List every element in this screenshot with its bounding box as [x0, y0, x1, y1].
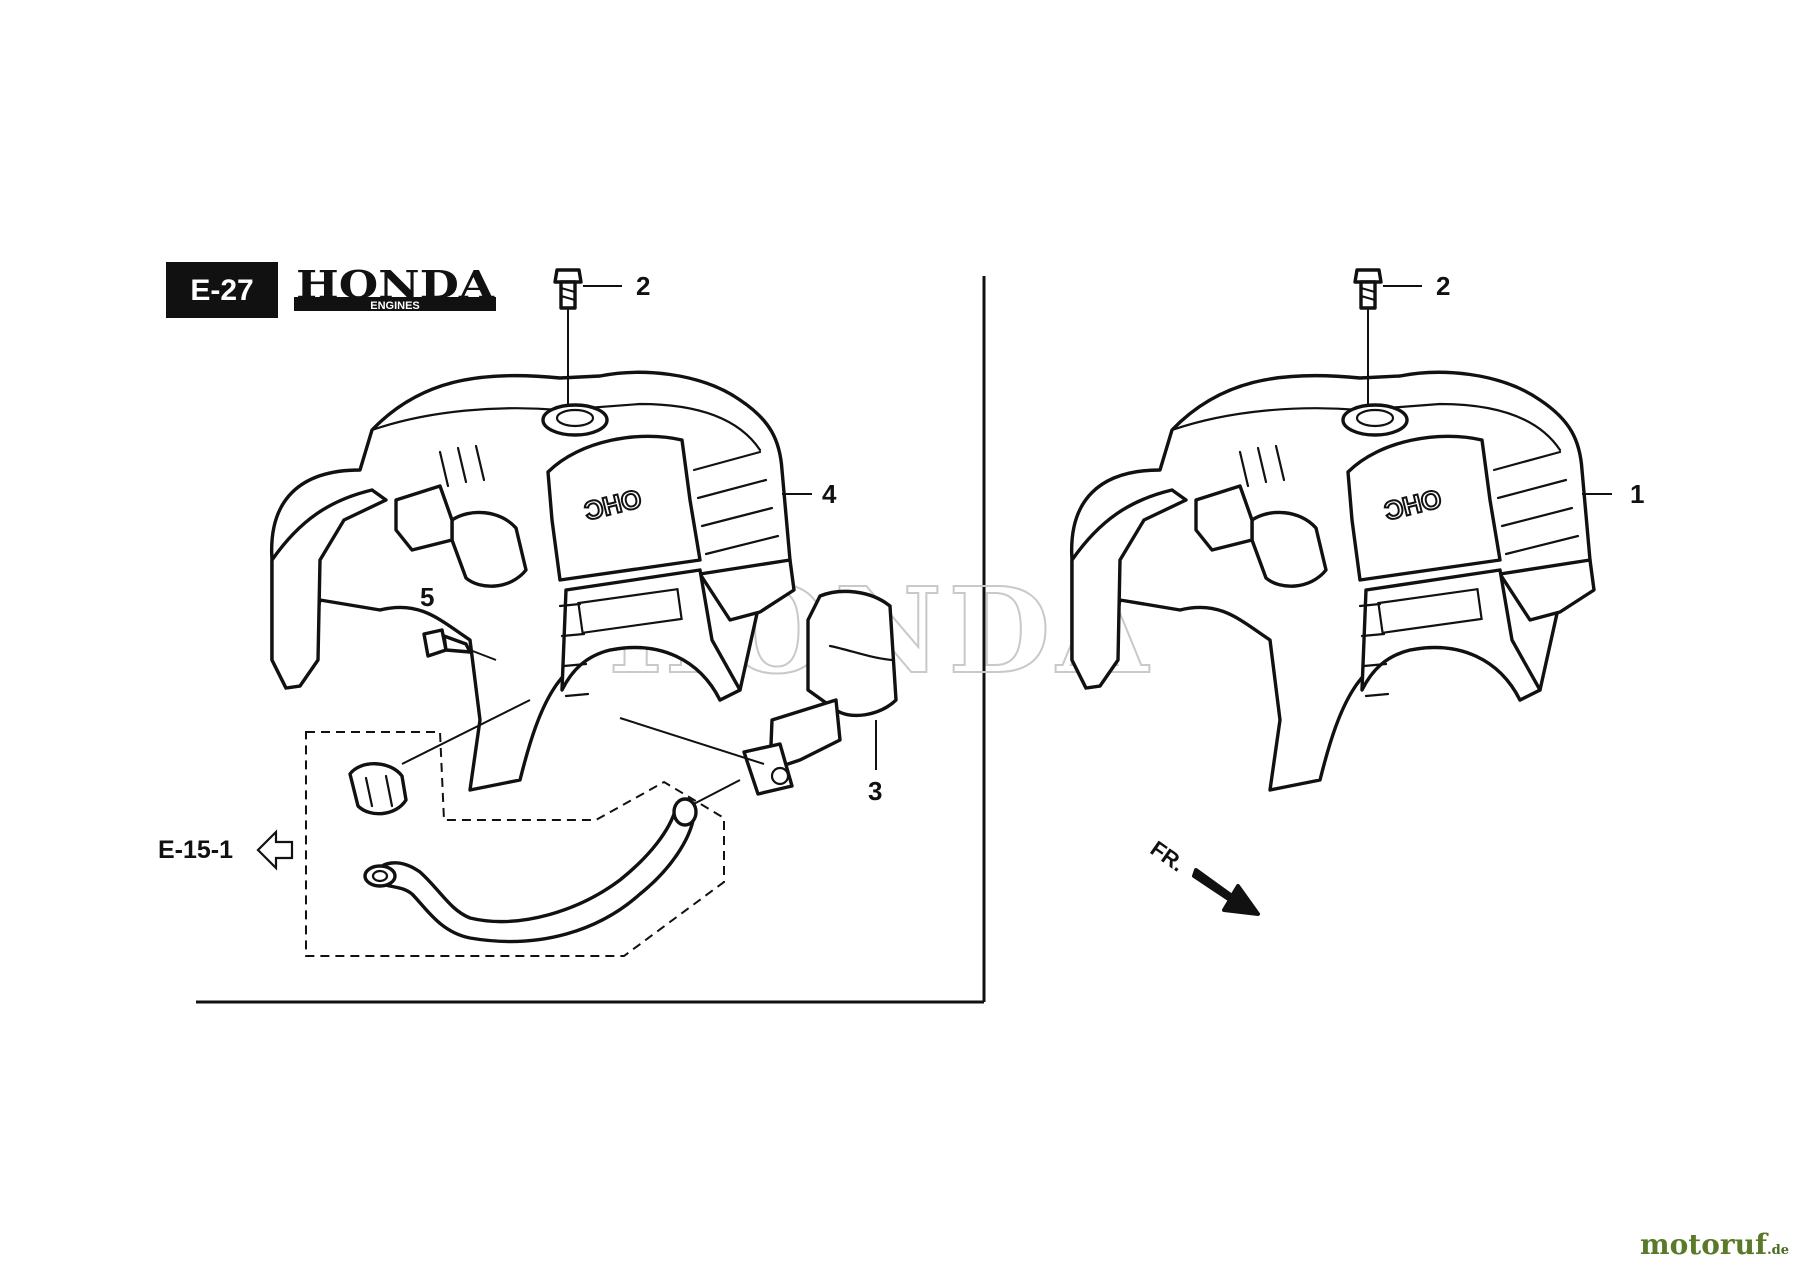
section-badge: E-27	[166, 262, 278, 318]
direction-label: FR.	[1146, 836, 1189, 877]
callout-right-cover: 1	[1630, 479, 1644, 509]
screw	[422, 628, 497, 661]
bolt-right	[1353, 268, 1422, 406]
callout-primer-bulb: 3	[868, 776, 882, 806]
kit-dashed-outline	[305, 731, 725, 957]
callout-left-bolt: 2	[636, 271, 650, 301]
svg-text:motoruf.de: motoruf.de	[1640, 1228, 1789, 1261]
site-suffix: .de	[1767, 1243, 1789, 1258]
hose-clip	[348, 762, 408, 816]
callout-right-bolt: 2	[1436, 271, 1450, 301]
front-direction: FR.	[1146, 836, 1260, 916]
reference-label: E-15-1	[158, 836, 233, 864]
brand-sub: ENGINES	[370, 300, 420, 312]
engine-cover-left: OHC	[270, 370, 796, 792]
fuel-hose	[363, 797, 698, 944]
site-watermark: motoruf.de	[1640, 1228, 1789, 1261]
site-main: motoruf	[1640, 1228, 1769, 1261]
callout-screw: 5	[420, 582, 434, 612]
callout-left-cover: 4	[822, 479, 837, 509]
primer-bulb	[742, 589, 898, 796]
section-code: E-27	[190, 274, 253, 307]
arrow-front-icon	[1192, 868, 1260, 916]
bolt-left	[553, 268, 622, 406]
honda-engines-logo: HONDA ENGINES	[294, 262, 496, 312]
engine-cover-right: OHC	[1070, 370, 1596, 792]
arrow-left-icon	[256, 829, 294, 871]
